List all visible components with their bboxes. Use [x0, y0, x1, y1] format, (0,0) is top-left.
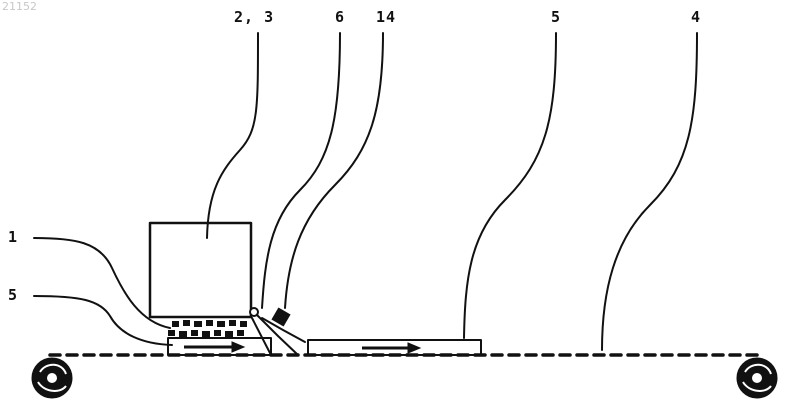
leader-2-3 [207, 33, 258, 238]
roller-right [737, 358, 777, 398]
sensor-14 [271, 307, 290, 326]
direction-arrow-left [184, 342, 244, 352]
pivot-6 [250, 308, 258, 316]
leader-5-top [464, 33, 556, 338]
roller-left [32, 358, 72, 398]
leader-6 [262, 33, 340, 308]
dispensed-items [168, 320, 247, 337]
deflector-6-lower [252, 318, 271, 355]
leader-4 [602, 33, 697, 350]
leader-14 [285, 33, 383, 308]
unit-box-2-3 [150, 223, 251, 317]
direction-arrow-right [362, 343, 420, 353]
